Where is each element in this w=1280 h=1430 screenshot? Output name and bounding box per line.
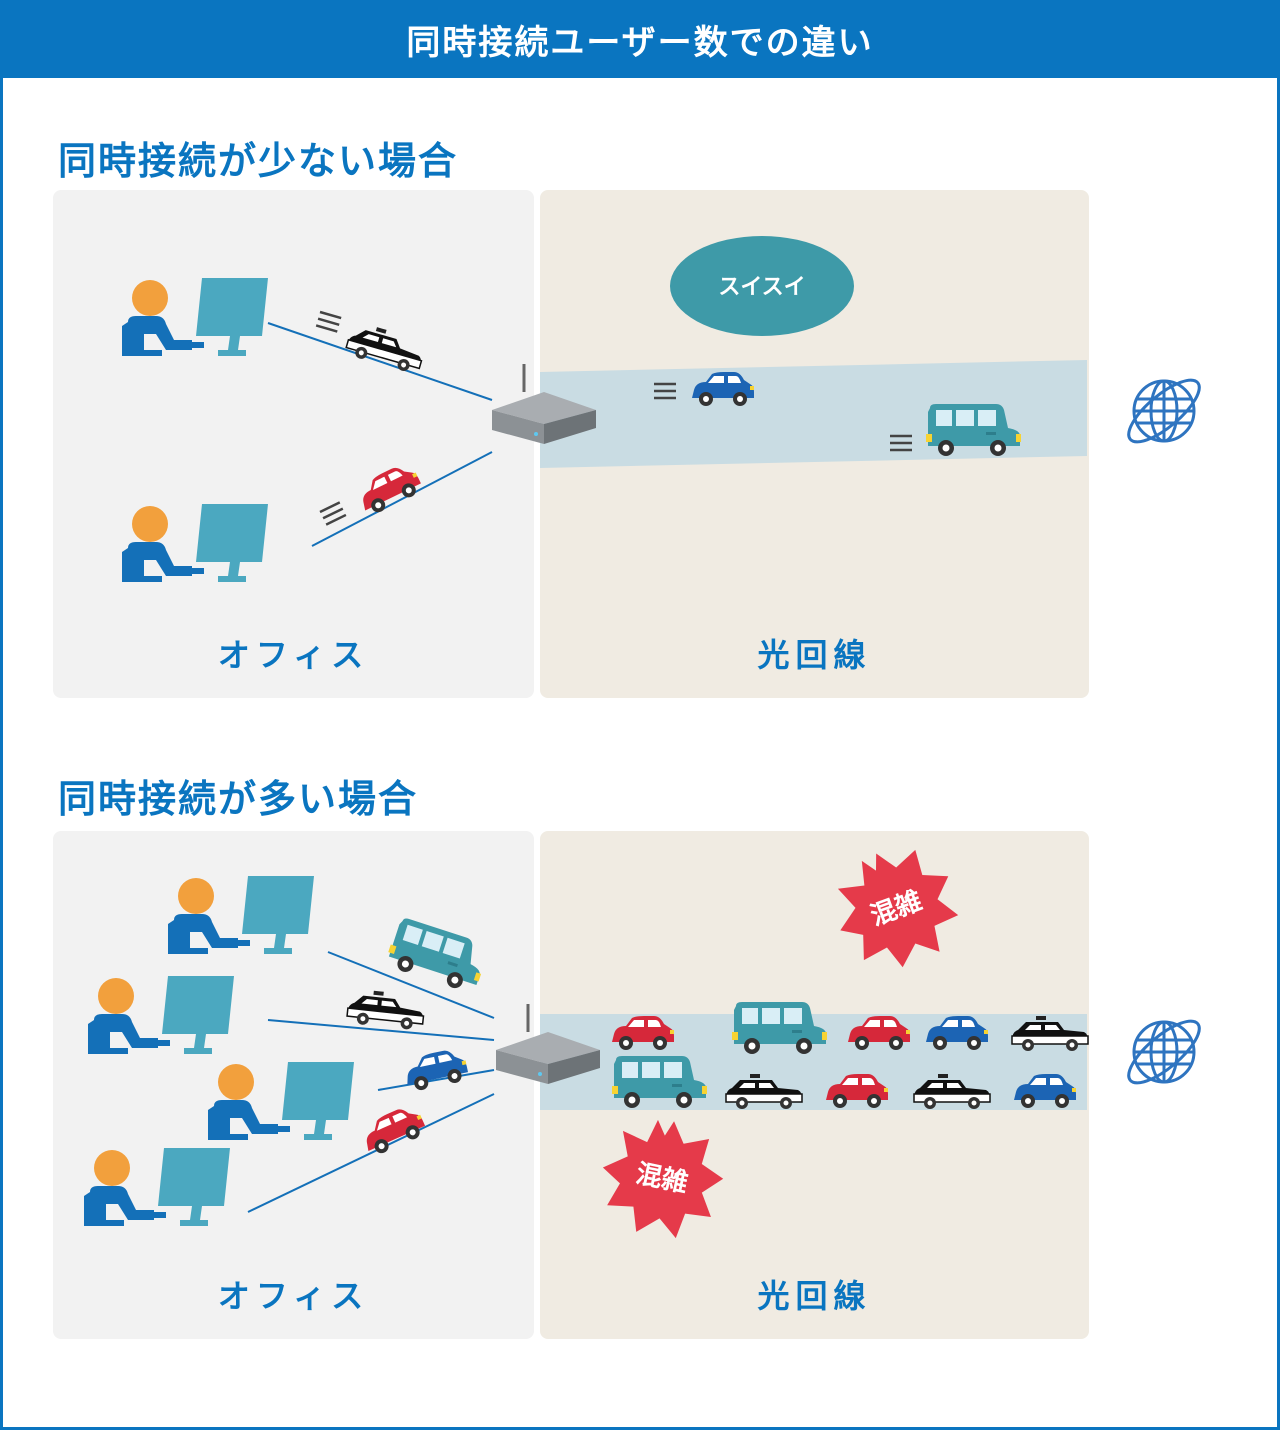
page-title: 同時接続ユーザー数での違い [0,0,1280,78]
line-label-few: 光回線 [757,636,872,674]
congestion-badge: 混雑 [602,1119,724,1239]
section-title-many: 同時接続が多い場合 [58,777,419,821]
status-bubble-smooth [670,236,854,336]
speed-lines-icon [318,501,348,526]
speed-lines-icon [314,310,343,333]
line-label-many: 光回線 [757,1277,872,1315]
car-icon [401,1046,470,1093]
van-icon [383,916,491,995]
car-icon [357,1101,429,1159]
cable [267,322,493,401]
person-icon [88,976,234,1054]
status-label-smooth: スイスイ [718,275,805,300]
section-title-few: 同時接続が少ない場合 [58,139,459,183]
office-panel-few: オフィス [53,190,534,698]
cable [247,1093,495,1213]
congestion-badge: 混雑 [837,849,959,968]
person-icon [168,876,314,954]
globe-icon [1118,368,1210,454]
office-label-few: オフィス [217,636,370,674]
cable [267,1019,495,1041]
cable [327,951,495,1019]
globe-icon [1118,1009,1210,1095]
taxi-icon [343,319,428,376]
cable [377,1069,495,1091]
person-icon [208,1062,354,1140]
cable [311,451,493,547]
person-icon [84,1148,230,1226]
person-icon [122,504,268,582]
office-label-many: オフィス [217,1277,370,1315]
taxi-icon [345,987,427,1032]
car-icon [353,459,425,518]
person-icon [122,278,268,356]
